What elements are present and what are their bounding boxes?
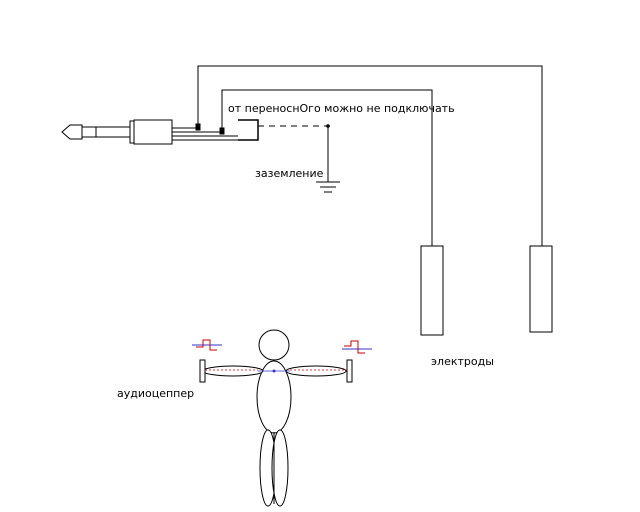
jack-tip [61, 124, 83, 140]
electrode-left [420, 245, 444, 336]
signal-path [205, 369, 347, 373]
ground-connector [238, 119, 259, 141]
jack-body [133, 119, 173, 145]
note-label: от переноснОго можно не подключать [228, 102, 455, 115]
figure-right-leg [271, 429, 289, 507]
ground-label: заземление [255, 167, 324, 180]
figure-head [258, 329, 290, 361]
audio-jack-plug [61, 119, 173, 145]
ground-symbol [316, 181, 340, 193]
square-wave-right [342, 340, 372, 354]
electrode-right [529, 245, 553, 333]
right-hand-electrode [346, 359, 353, 383]
audiozepper-label: аудиоцеппер [117, 387, 195, 400]
jack-sleeve [95, 126, 131, 138]
wire-to-right-electrode [197, 65, 543, 246]
left-hand-electrode [199, 359, 206, 383]
figure-left-arm [202, 365, 264, 377]
square-wave-left [192, 339, 222, 351]
stick-figure [199, 329, 353, 507]
jack-ring [81, 126, 97, 138]
electrodes-label: электроды [431, 355, 494, 368]
jack-wires [172, 123, 238, 141]
wire-to-left-electrode [221, 89, 433, 246]
jack-collar [129, 120, 135, 144]
figure-right-arm [285, 365, 347, 377]
